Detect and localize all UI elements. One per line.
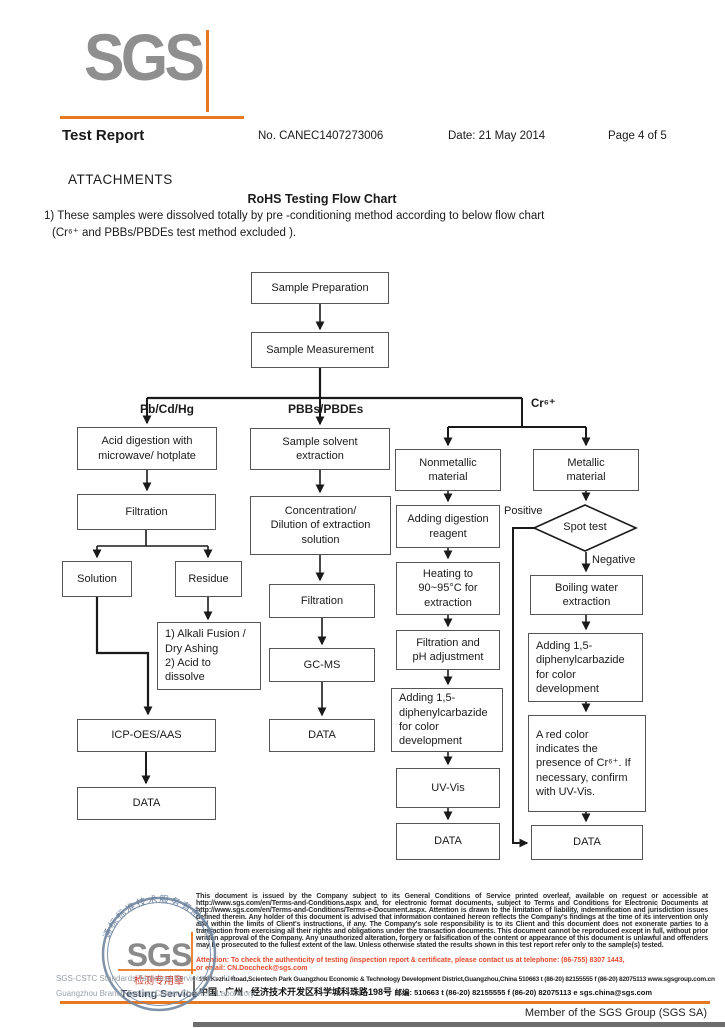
flow-node-red-color-note: A red color indicates the presence of Cr…: [528, 715, 646, 812]
flow-node-sample-measurement: Sample Measurement: [251, 332, 389, 368]
flow-node-data-pbbs: DATA: [269, 719, 375, 752]
report-page-number: Page 4 of 5: [608, 130, 667, 142]
report-date: Date: 21 May 2014: [448, 130, 546, 142]
flow-node-spot-test: Spot test: [563, 521, 607, 533]
branch-label-pbbs-pbdes: PBBs/PBDEs: [288, 402, 364, 416]
stamp-red-text: 检测专用章: [134, 974, 184, 987]
flow-node-heating-extraction: Heating to 90~95°C for extraction: [396, 562, 500, 615]
flow-node-uv-vis: UV-Vis: [396, 768, 500, 808]
address-chinese: 中国 · 广州 · 经济技术开发区科学城科珠路198号 邮编: 510663 t…: [199, 985, 708, 998]
legal-disclaimer: This document is issued by the Company s…: [196, 893, 708, 949]
flow-node-icp-oes-aas: ICP-OES/AAS: [77, 719, 216, 752]
flow-node-alkali-fusion: 1) Alkali Fusion / Dry Ashing 2) Acid to…: [157, 622, 261, 690]
member-line: Member of the SGS Group (SGS SA): [524, 1007, 707, 1019]
attachments-heading: ATTACHMENTS: [68, 172, 173, 187]
stamp-service-text: Testing Service: [121, 988, 198, 1000]
flow-node-acid-digestion: Acid digestion with microwave/ hotplate: [77, 427, 217, 470]
logo-orange-vertical: [206, 30, 209, 112]
footer-orange-rule: [60, 1001, 710, 1004]
flow-node-concentration-dilution: Concentration/ Dilution of extraction so…: [250, 496, 391, 555]
flow-node-solution: Solution: [62, 561, 132, 597]
flow-node-sample-preparation: Sample Preparation: [251, 272, 389, 304]
attention-notice: Attention: To check the authenticity of …: [196, 957, 625, 972]
flow-node-data-acid: DATA: [77, 787, 216, 820]
stamp-arc-text: 通标标准技术服务有限公司: [102, 893, 217, 940]
address-block: 198 Kezhu Road,Scientech Park Guangzhou …: [193, 976, 715, 998]
page-bottom-strip: [193, 1022, 725, 1027]
laboratory-name-line-2: Guangzhou Branch Testing Center Chemical…: [56, 989, 255, 999]
spot-test-diamond: [532, 504, 638, 552]
flow-node-residue: Residue: [175, 561, 242, 597]
laboratory-name-lines: SGS-CSTC Standards Technical Services Co…: [56, 971, 256, 1001]
address-chinese-text: 中国 · 广州 · 经济技术开发区科学城科珠路198号: [199, 987, 393, 997]
note-line-2: (Cr⁶⁺ and PBBs/PBDEs test method exclude…: [52, 227, 297, 239]
note-line-1: 1) These samples were dissolved totally …: [44, 210, 545, 222]
flow-node-adding-digestion-reagent: Adding digestion reagent: [396, 505, 500, 548]
branch-label-cr6: Cr⁶⁺: [531, 398, 556, 410]
flow-node-filtration-ph-adjustment: Filtration and pH adjustment: [396, 630, 500, 670]
testing-service-stamp: 通标标准技术服务有限公司 SGS 检测专用章 Testing Service: [102, 893, 217, 1012]
flow-node-carbazide-nonmetallic: Adding 1,5- diphenylcarbazide for color …: [391, 688, 503, 752]
flow-node-filtration-2: Filtration: [269, 584, 375, 618]
laboratory-name-line-1: SGS-CSTC Standards Technical Services Co…: [56, 974, 237, 983]
address-chinese-contact: 邮编: 510663 t (86-20) 82155555 f (86-20) …: [394, 988, 652, 997]
flow-node-metallic-material: Metallic material: [533, 449, 639, 491]
flow-node-data-metallic: DATA: [531, 825, 643, 860]
report-title: Test Report: [62, 127, 145, 144]
decision-label-positive: Positive: [504, 505, 543, 517]
flow-node-boiling-water-extraction: Boiling water extraction: [530, 575, 643, 615]
flow-node-filtration-1: Filtration: [77, 494, 216, 530]
report-number: No. CANEC1407273006: [258, 130, 384, 142]
branch-label-pb-cd-hg: Pb/Cd/Hg: [140, 402, 194, 416]
flow-node-carbazide-metallic: Adding 1,5- diphenylcarbazide for color …: [528, 633, 643, 702]
sgs-logo: SGS: [60, 20, 244, 119]
address-english: 198 Kezhu Road,Scientech Park Guangzhou …: [199, 976, 715, 983]
flow-node-data-nonmetallic: DATA: [396, 823, 500, 860]
flow-node-gc-ms: GC-MS: [269, 648, 375, 682]
stamp-sgs-text: SGS: [127, 937, 192, 973]
flow-chart-title: RoHS Testing Flow Chart: [247, 192, 397, 206]
sgs-logo-text: SGS: [84, 20, 205, 94]
flow-node-sample-solvent-extraction: Sample solvent extraction: [250, 428, 390, 470]
logo-orange-underline: [60, 116, 244, 119]
decision-label-negative: Negative: [592, 554, 636, 566]
flow-node-nonmetallic-material: Nonmetallic material: [395, 449, 501, 491]
